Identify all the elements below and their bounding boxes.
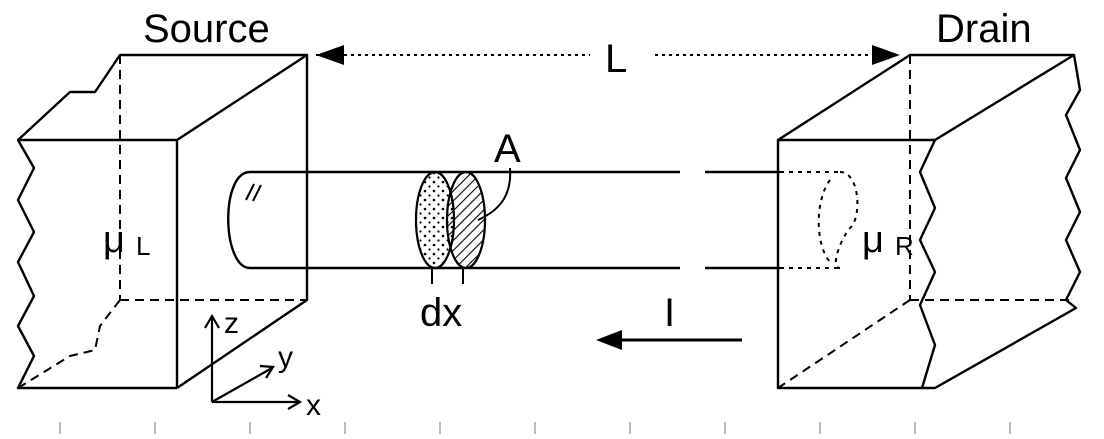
coordinate-axes bbox=[204, 313, 303, 410]
slice-element bbox=[414, 167, 512, 284]
slice-area-face bbox=[445, 170, 487, 270]
axis-z-label: z bbox=[224, 307, 239, 340]
mu-left-symbol: μ bbox=[103, 219, 125, 261]
source-label: Source bbox=[143, 7, 270, 51]
current-label: I bbox=[664, 291, 675, 335]
mu-left-subscript: L bbox=[136, 231, 150, 261]
slice-label: dx bbox=[420, 291, 462, 335]
mu-right-subscript: R bbox=[895, 231, 914, 261]
axis-y-label: y bbox=[278, 341, 293, 374]
axis-x-label: x bbox=[306, 389, 321, 422]
drain-label: Drain bbox=[936, 7, 1032, 51]
area-label: A bbox=[494, 127, 521, 171]
mu-right-symbol: μ bbox=[862, 219, 884, 261]
drain-block bbox=[776, 53, 1082, 390]
source-block bbox=[16, 53, 309, 390]
length-label: L bbox=[605, 37, 627, 81]
current-arrow bbox=[596, 330, 742, 350]
nanowire-cylinder bbox=[227, 170, 859, 270]
length-dimension bbox=[316, 45, 900, 65]
ruler-ticks bbox=[59, 422, 1011, 434]
